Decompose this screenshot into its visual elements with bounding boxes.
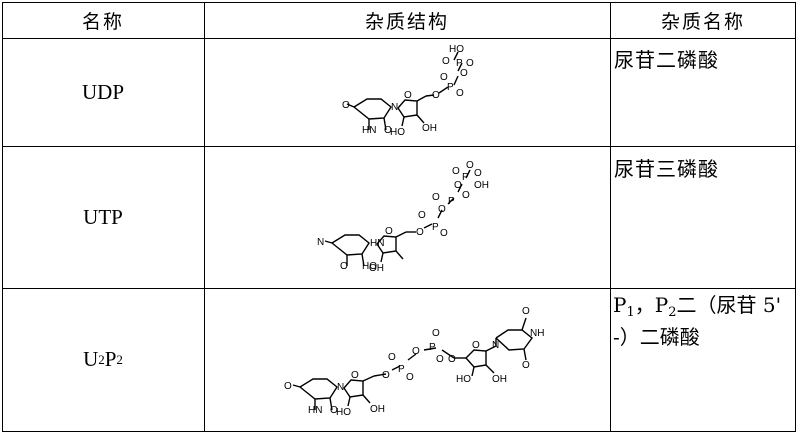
u2p2-name-u: U [83, 347, 99, 371]
u2p2-label-o-p1: O [406, 372, 414, 383]
u2p2-label-o-link1: O [382, 370, 390, 381]
table-border-left [2, 2, 3, 432]
row-utp-name: UTP [83, 204, 123, 229]
u2p2-sub1: 1 [626, 305, 635, 320]
utp-label-o-neg2: O [462, 190, 470, 201]
u2p2-label-o-lower: O [284, 381, 292, 392]
udp-label-n: N [391, 102, 398, 113]
row-divider-2 [2, 288, 796, 289]
header-impurity-name: 杂质名称 [660, 10, 745, 33]
utp-label-o-top: O [466, 160, 474, 171]
u2p2-comma-p: ，P [634, 293, 669, 317]
utp-label-oh-p1: OH [474, 180, 489, 191]
u2p2-label-o-top: O [522, 306, 530, 317]
u2p2-label-n-lower: N [337, 382, 344, 393]
utp-label-o-bridge1: O [454, 180, 462, 191]
u2p2-label-oh-upper: OH [492, 374, 507, 385]
utp-label-o-p3: O [440, 228, 448, 239]
row-u2p2-impurity-name-line2: -）二磷酸 [613, 325, 700, 349]
u2p2-label-n-upper: N [492, 340, 499, 351]
utp-label-ho: OH [369, 263, 384, 274]
utp-label-p2: P [448, 196, 455, 207]
utp-label-o-bridge2: O [438, 204, 446, 215]
utp-label-p3: P [432, 222, 439, 233]
u2p2-name-sub1: 2 [98, 351, 105, 367]
u2p2-label-p1: P [398, 364, 405, 375]
udp-label-hn: HN [362, 125, 376, 136]
utp-label-o-neg3: O [418, 210, 426, 221]
u2p2-label-o2-lower: O [330, 405, 338, 416]
u2p2-sub2: 2 [668, 305, 677, 320]
udp-label-o3: O [460, 68, 468, 79]
utp-label-o-ring: O [385, 226, 393, 237]
u2p2-label-ho-lower: HO [336, 407, 351, 418]
row-udp-impurity-name: 尿苷二磷酸 [614, 48, 719, 72]
udp-label-o-bridge: O [440, 72, 448, 83]
udp-label-o-neg2: O [466, 58, 474, 69]
utp-label-o-link: O [416, 227, 424, 238]
u2p2-label-o2-upper: O [522, 360, 530, 371]
utp-label-o1: N [317, 237, 324, 248]
table-border-top [2, 2, 796, 3]
header-name: 名称 [81, 10, 124, 33]
row-utp-impurity-name: 尿苷三磷酸 [614, 157, 719, 181]
u2p2-label-o-neg2: O [432, 328, 440, 339]
udp-label-o-neg: O [456, 88, 464, 99]
u2p2-label-p2: P [429, 342, 436, 353]
u2p2-label-oh-lower: OH [370, 404, 385, 415]
u2p2-label-o-ring-lower: O [351, 370, 359, 381]
utp-label-n: HN [370, 238, 384, 249]
u2p2-structure-image: O N HN O O HO OH O P O O O P O O O O HO … [284, 306, 544, 418]
u2p2-label-o-link2: O [448, 354, 456, 365]
u2p2-bis-uridine: 二（尿苷 5' [676, 293, 782, 317]
column-divider-1 [204, 2, 205, 432]
header-divider [2, 38, 796, 39]
u2p2-name-p: P [104, 347, 117, 371]
u2p2-label-o-ring-upper: O [472, 340, 480, 351]
udp-label-ho2: HO [449, 44, 464, 55]
u2p2-label-o-neg1: O [388, 352, 396, 363]
udp-label-o2: O [384, 125, 392, 136]
udp-structure-image: O N HN O O HO OH O P O O O P O O HO [342, 44, 474, 138]
utp-label-o-p1b: O [452, 166, 460, 177]
utp-label-o-p1: O [474, 168, 482, 179]
u2p2-name-sub2: 2 [116, 351, 123, 367]
udp-label-p2: P [447, 82, 454, 93]
u2p2-label-o-p2: O [436, 354, 444, 365]
utp-label-o2: HO [362, 261, 377, 272]
u2p2-label-nh: NH [530, 328, 544, 339]
udp-label-o4: O [442, 56, 450, 67]
column-divider-2 [610, 2, 611, 432]
u2p2-label-o-bridge: O [412, 346, 420, 357]
row-divider-1 [2, 146, 796, 147]
header-structure: 杂质结构 [364, 10, 449, 33]
utp-label-hn: O [340, 261, 348, 272]
row-udp-name: UDP [81, 79, 124, 104]
udp-label-oh: OH [422, 123, 437, 134]
u2p2-label-ho-upper: HO [456, 374, 471, 385]
udp-label-ho: HO [390, 127, 405, 138]
u2p2-p: P [613, 293, 627, 317]
utp-label-o-p2: O [432, 192, 440, 203]
u2p2-label-hn: HN [308, 405, 322, 416]
utp-structure-image: N HN O HO O OH O P O O O P O O O P O O O… [317, 160, 489, 274]
row-u2p2-impurity-name-line1: P1，P2二（尿苷 5' [613, 290, 781, 328]
udp-label-o1: O [342, 100, 350, 111]
utp-label-p1: P [462, 172, 469, 183]
table-border-bottom [2, 431, 796, 432]
udp-label-p1: P [456, 58, 463, 69]
udp-label-o-link: O [432, 90, 440, 101]
table-border-right [795, 2, 796, 432]
udp-label-o-ring: O [404, 90, 412, 101]
